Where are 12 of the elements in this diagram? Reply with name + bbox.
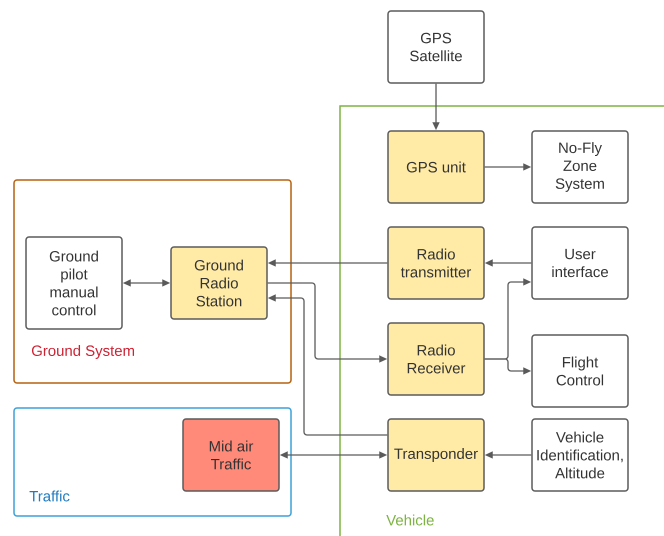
process-box: No-Fly Zone System — [531, 130, 629, 204]
process-box: Radio transmitter — [387, 226, 485, 300]
process-box: Transponder — [387, 418, 485, 492]
process-box: Radio Receiver — [387, 322, 485, 396]
process-box: Mid air Traffic — [182, 418, 280, 492]
process-box: Flight Control — [531, 334, 629, 408]
process-box: GPS unit — [387, 130, 485, 204]
process-box: User interface — [531, 226, 629, 300]
process-box: Ground pilot manual control — [25, 236, 123, 330]
process-box: GPS Satellite — [387, 10, 485, 84]
process-box: Ground Radio Station — [170, 246, 268, 320]
process-box: Vehicle Identification, Altitude — [531, 418, 629, 492]
